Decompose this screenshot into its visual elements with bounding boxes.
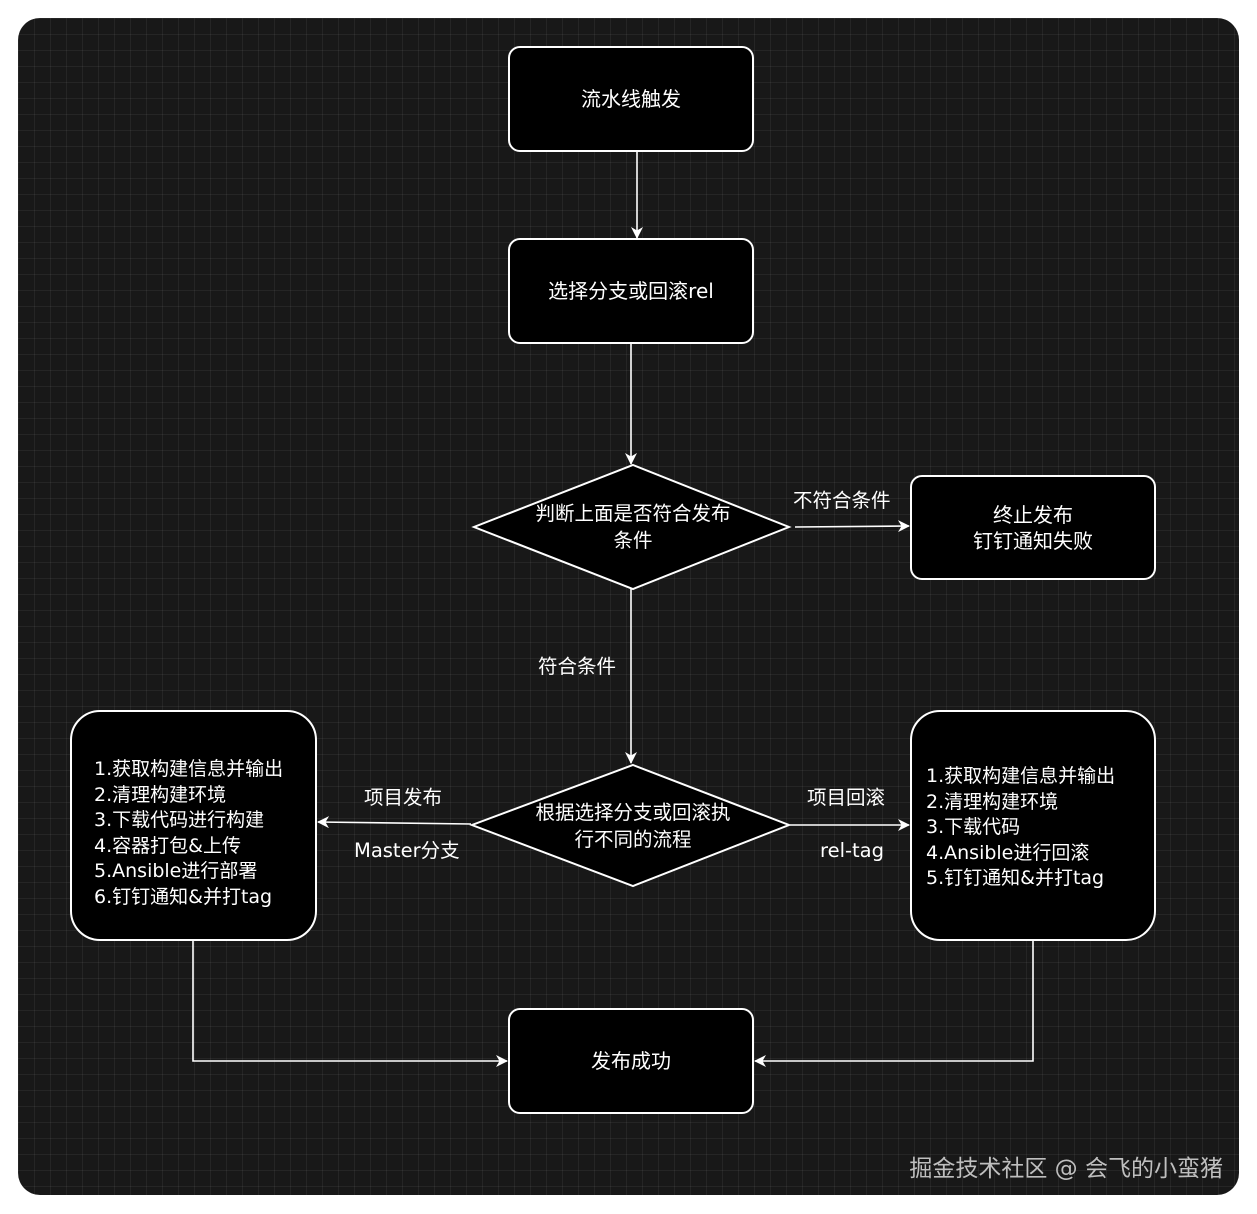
watermark: 掘金技术社区 @ 会飞的小蛮猪 <box>909 1156 1223 1182</box>
deploy-step: 1.获取构建信息并输出 <box>94 758 284 780</box>
edge-label-met: 符合条件 <box>538 655 617 678</box>
deploy-step: 4.容器打包&上传 <box>94 834 241 857</box>
rollback-step: 5.钉钉通知&并打tag <box>926 867 1105 889</box>
edge-label-deploy: 项目发布 <box>364 786 443 809</box>
deploy-step: 6.钉钉通知&并打tag <box>94 885 273 908</box>
node-deploy-steps: 1.获取构建信息并输出 2.清理构建环境 3.下载代码进行构建 4.容器打包&上… <box>70 710 317 941</box>
rollback-step: 3.下载代码 <box>926 816 1021 838</box>
node-pipeline-trigger-label: 流水线触发 <box>581 87 681 111</box>
diagram-connectors <box>192 151 1034 1067</box>
node-release-success: 发布成功 <box>508 1008 754 1114</box>
decision-diamond-route <box>469 763 792 888</box>
rollback-step: 2.清理构建环境 <box>926 790 1059 813</box>
rollback-step: 1.获取构建信息并输出 <box>926 765 1116 787</box>
node-select-branch: 选择分支或回滚rel <box>508 238 754 344</box>
deploy-step: 3.下载代码进行构建 <box>94 809 265 831</box>
decision-route-text: 根据选择分支或回滚执 行不同的流程 <box>535 801 731 851</box>
edge-deploy-to-success <box>192 940 508 1067</box>
node-rollback-steps: 1.获取构建信息并输出 2.清理构建环境 3.下载代码 4.Ansible进行回… <box>910 710 1156 941</box>
node-pipeline-trigger: 流水线触发 <box>508 46 754 152</box>
edge-label-rollback: 项目回滚 <box>807 786 886 809</box>
edge-label-rel-tag: rel-tag <box>820 839 885 862</box>
deploy-step: 2.清理构建环境 <box>94 783 227 806</box>
edge-not-met <box>794 520 910 533</box>
edge-rollback-to-success <box>754 940 1034 1067</box>
rollback-step: 4.Ansible进行回滚 <box>926 841 1090 864</box>
decision-conditions-text: 判断上面是否符合发布 条件 <box>535 502 731 552</box>
edge-label-not-met: 不符合条件 <box>793 489 891 512</box>
diagram-canvas: 流水线触发 选择分支或回滚rel 判断上面是否符合发布 条件 终止发布 钉钉通知… <box>18 18 1239 1195</box>
edge-label-master-branch: Master分支 <box>354 839 460 862</box>
deploy-step: 5.Ansible进行部署 <box>94 860 258 882</box>
node-release-success-label: 发布成功 <box>591 1049 671 1073</box>
decision-diamond-conditions <box>471 463 792 591</box>
edge-deploy <box>317 816 472 829</box>
node-abort-release: 终止发布 钉钉通知失败 <box>910 475 1156 580</box>
node-select-branch-label: 选择分支或回滚rel <box>548 279 714 303</box>
